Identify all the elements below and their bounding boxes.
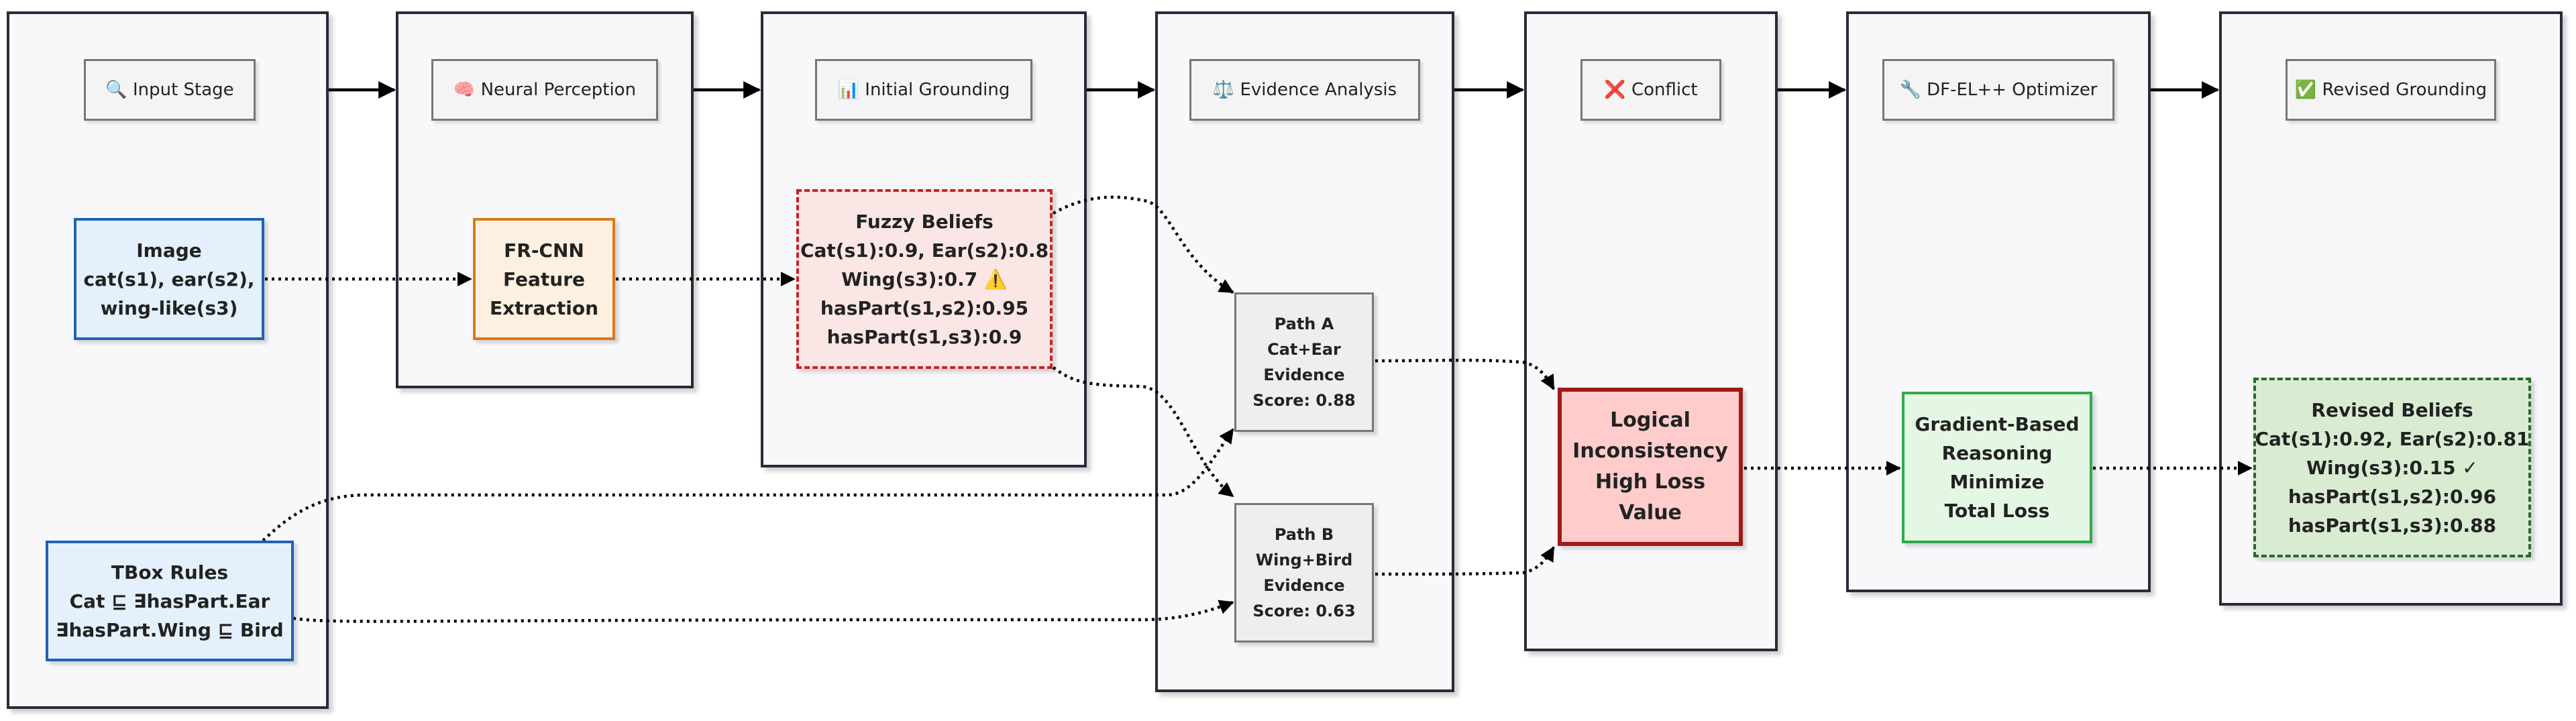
tbox-rules-node: TBox Rules Cat ⊑ ∃hasPart.Ear ∃hasPart.W…: [46, 541, 294, 661]
path-b-line: Wing+Bird: [1255, 551, 1353, 569]
stage-evidence-title: Evidence Analysis: [1240, 80, 1397, 100]
wrench-icon: 🔧: [1899, 80, 1921, 100]
gradient-reasoning-line: Minimize: [1949, 471, 2045, 493]
path-a-line: Evidence: [1263, 366, 1345, 384]
fuzzy-beliefs-node: Fuzzy Beliefs Cat(s1):0.9, Ear(s2):0.8 W…: [796, 189, 1053, 369]
revised-beliefs-line: Cat(s1):0.92, Ear(s2):0.81: [2255, 427, 2530, 450]
revised-beliefs-line: Wing(s3):0.15 ✓: [2306, 456, 2478, 479]
fuzzy-beliefs-line: hasPart(s1,s2):0.95: [820, 296, 1029, 319]
logical-inconsistency-line: Logical: [1610, 408, 1690, 432]
gradient-reasoning-line: Reasoning: [1941, 442, 2053, 464]
check-mark-icon: ✅: [2294, 80, 2317, 100]
path-a-line: Score: 0.88: [1252, 391, 1356, 410]
gradient-reasoning-line: Total Loss: [1944, 500, 2050, 522]
path-a-line: Cat+Ear: [1267, 340, 1341, 359]
magnifier-icon: 🔍: [105, 80, 127, 100]
flow-tbox-to-path-a: [262, 428, 1234, 542]
cross-icon: ❌: [1604, 80, 1626, 100]
stage-input-title: Input Stage: [132, 80, 234, 100]
stage-initial-title: Initial Grounding: [865, 80, 1010, 100]
revised-beliefs-line: hasPart(s1,s2):0.96: [2288, 485, 2497, 508]
image-node-line: wing-like(s3): [100, 296, 238, 319]
fuzzy-beliefs-line: hasPart(s1,s3):0.9: [826, 325, 1022, 348]
fuzzy-beliefs-line: Cat(s1):0.9, Ear(s2):0.8: [800, 239, 1049, 262]
gradient-reasoning-node: Gradient-Based Reasoning Minimize Total …: [1902, 392, 2092, 543]
image-node-line: cat(s1), ear(s2),: [83, 268, 255, 290]
stage-initial-header: 📊 Initial Grounding: [815, 59, 1032, 121]
stage-evidence-header: ⚖️ Evidence Analysis: [1189, 59, 1420, 121]
revised-beliefs-line: hasPart(s1,s3):0.88: [2288, 514, 2497, 537]
image-node-line: Image: [136, 239, 202, 262]
path-b-line: Path B: [1274, 525, 1334, 544]
stage-optimizer-header: 🔧 DF-EL++ Optimizer: [1882, 59, 2114, 121]
frcnn-node-line: FR-CNN: [504, 239, 584, 262]
frcnn-node: FR-CNN Feature Extraction: [473, 218, 615, 340]
path-b-line: Score: 0.63: [1252, 602, 1356, 620]
image-node: Image cat(s1), ear(s2), wing-like(s3): [74, 218, 264, 340]
fuzzy-beliefs-line: Wing(s3):0.7 ⚠️: [841, 268, 1008, 290]
logical-inconsistency-node: Logical Inconsistency High Loss Value: [1558, 388, 1743, 546]
path-a-node: Path A Cat+Ear Evidence Score: 0.88: [1234, 292, 1374, 432]
frcnn-node-line: Feature: [503, 268, 585, 290]
tbox-rules-line: ∃hasPart.Wing ⊑ Bird: [56, 618, 284, 641]
flow-tbox-to-path-b: [292, 600, 1234, 623]
path-b-node: Path B Wing+Bird Evidence Score: 0.63: [1234, 503, 1374, 643]
logical-inconsistency-line: High Loss: [1595, 470, 1706, 494]
revised-beliefs-node: Revised Beliefs Cat(s1):0.92, Ear(s2):0.…: [2253, 378, 2531, 557]
stage-revised-title: Revised Grounding: [2322, 80, 2487, 100]
tbox-rules-line: Cat ⊑ ∃hasPart.Ear: [69, 590, 270, 612]
fuzzy-beliefs-line: Fuzzy Beliefs: [855, 210, 994, 233]
frcnn-node-line: Extraction: [489, 296, 599, 319]
gradient-reasoning-line: Gradient-Based: [1915, 413, 2080, 435]
balance-scale-icon: ⚖️: [1212, 80, 1235, 100]
path-a-line: Path A: [1274, 315, 1334, 333]
stage-input-header: 🔍 Input Stage: [84, 59, 256, 121]
path-b-line: Evidence: [1263, 576, 1345, 595]
revised-beliefs-line: Revised Beliefs: [2311, 398, 2473, 421]
logical-inconsistency-line: Value: [1619, 501, 1682, 524]
brain-icon: 🧠: [453, 80, 476, 100]
stage-revised-header: ✅ Revised Grounding: [2286, 59, 2496, 121]
bar-chart-icon: 📊: [837, 80, 860, 100]
stage-conflict-title: Conflict: [1631, 80, 1698, 100]
stage-optimizer-title: DF-EL++ Optimizer: [1927, 80, 2098, 100]
stage-neural-title: Neural Perception: [480, 80, 637, 100]
stage-conflict-header: ❌ Conflict: [1580, 59, 1721, 121]
tbox-rules-line: TBox Rules: [111, 561, 229, 584]
stage-neural-header: 🧠 Neural Perception: [431, 59, 658, 121]
logical-inconsistency-line: Inconsistency: [1572, 439, 1728, 463]
